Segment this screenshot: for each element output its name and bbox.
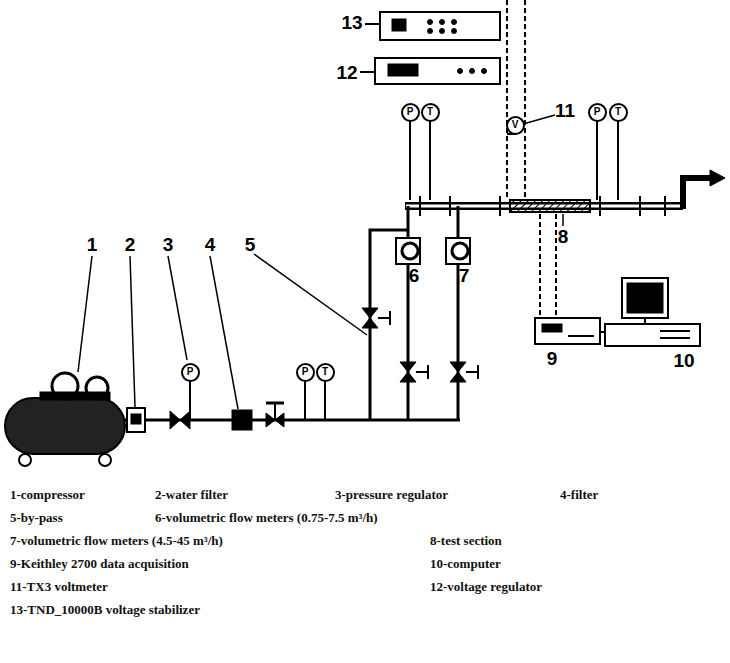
gauge-letter: V — [512, 120, 519, 130]
gauge-letter: P — [187, 367, 194, 377]
callout-number: 8 — [558, 227, 569, 246]
callout-number: 13 — [341, 13, 362, 32]
callout-number: 7 — [459, 266, 470, 285]
callout-number: 2 — [125, 235, 136, 254]
gauge-letter: P — [407, 107, 414, 117]
voltmeter-dial: V — [506, 116, 525, 135]
gauge-dial: P — [588, 103, 607, 122]
legend-entry: 2-water filter — [155, 488, 228, 502]
callout-number: 10 — [673, 351, 694, 370]
legend-entry: 13-TND_10000B voltage stabilizer — [10, 603, 200, 617]
gauge-dial: P — [296, 363, 315, 382]
gauge-dial: T — [316, 363, 335, 382]
callout-number: 3 — [163, 235, 174, 254]
legend-entry: 6-volumetric flow meters (0.75-7.5 m³/h) — [155, 511, 378, 525]
callout-number: 12 — [336, 63, 357, 82]
legend-entry: 7-volumetric flow meters (4.5-45 m³/h) — [10, 534, 223, 548]
legend-entry: 3-pressure regulator — [335, 488, 448, 502]
legend-entry: 9-Keithley 2700 data acquisition — [10, 557, 189, 571]
legend-entry: 1-compressor — [10, 488, 85, 502]
callout-number: 4 — [205, 235, 216, 254]
legend-entry: 4-filter — [560, 488, 598, 502]
gauge-letter: T — [615, 107, 621, 117]
callout-number: 1 — [87, 235, 98, 254]
gauge-letter: P — [594, 107, 601, 117]
gauge-letter: T — [322, 367, 328, 377]
gauge-dial: P — [401, 103, 420, 122]
gauge-letter: P — [302, 367, 309, 377]
legend-entry: 8-test section — [430, 534, 502, 548]
legend-entry: 11-TX3 voltmeter — [10, 580, 108, 594]
gauge-dial: P — [181, 363, 200, 382]
callout-number: 6 — [409, 266, 420, 285]
callout-number: 5 — [245, 235, 256, 254]
gauge-dial: T — [609, 103, 628, 122]
legend-entry: 10-computer — [430, 557, 501, 571]
callout-number: 11 — [555, 101, 575, 120]
legend-entry: 12-voltage regulator — [430, 580, 542, 594]
gauge-letter: T — [427, 107, 433, 117]
legend-entry: 5-by-pass — [10, 511, 63, 525]
gauge-dial: T — [421, 103, 440, 122]
callout-number: 9 — [547, 349, 558, 368]
